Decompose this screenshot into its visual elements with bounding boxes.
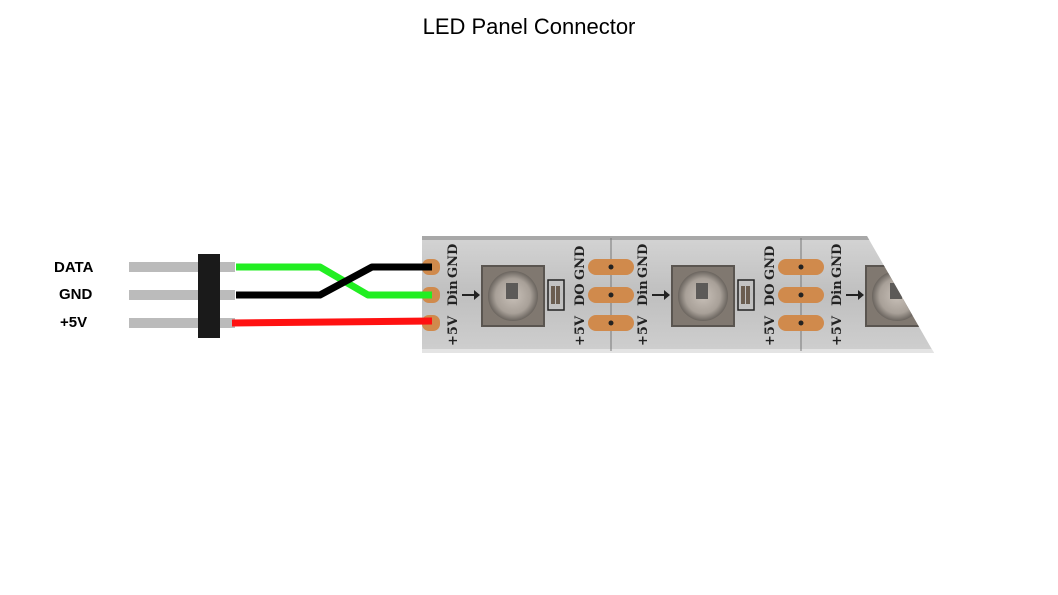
copper-pad — [972, 259, 1018, 275]
pad-label-5v: +5V — [636, 315, 651, 346]
led-die — [696, 283, 708, 299]
arrow-head — [474, 290, 480, 300]
copper-pad — [972, 287, 1018, 303]
pin-data — [129, 262, 235, 272]
capacitor-outline — [547, 279, 565, 311]
pad-hole — [608, 320, 614, 326]
strip-segment: GND Din +5V GND DO +5V — [422, 238, 634, 351]
pad-label-do: DO — [763, 283, 778, 306]
pad-label-do: DO — [957, 283, 972, 306]
led-strip: GND Din +5V GND DO +5V GND Din +5V GND DO +5V GND Din… — [422, 236, 1018, 353]
pad-hole — [993, 293, 998, 298]
pin-5v — [129, 318, 235, 328]
wire-5v — [231, 317, 433, 327]
pad-label-gnd: GND — [446, 244, 461, 278]
pad-label-5v: +5V — [830, 315, 845, 346]
pin-label-gnd: GND — [59, 286, 93, 303]
arrow-head — [664, 290, 670, 300]
arrow-head — [858, 290, 864, 300]
wires — [231, 263, 433, 327]
pad-hole — [608, 264, 614, 270]
pad-label-gnd: GND — [763, 246, 778, 280]
strip-segment: GND Din +5V GND DO +5V — [636, 238, 824, 351]
pad-hole — [993, 265, 998, 270]
pad-label-gnd: GND — [636, 244, 651, 278]
pad-label-5v: +5V — [573, 315, 588, 346]
diagram-title: LED Panel Connector — [422, 14, 636, 39]
pad-label-5v: +5V — [763, 315, 778, 346]
led-die — [506, 283, 518, 299]
pin-label-5v: +5V — [60, 314, 88, 331]
capacitor-body — [746, 286, 750, 304]
pad-hole — [608, 292, 614, 298]
pad-label-gnd: GND — [573, 246, 588, 280]
pad-label-din: Din — [636, 280, 651, 306]
capacitor-body — [935, 286, 939, 304]
pad-hole — [798, 264, 804, 270]
capacitor-body — [551, 286, 555, 304]
pad-hole — [993, 321, 998, 326]
pad-label-din: Din — [446, 280, 461, 306]
header-pins — [129, 262, 235, 328]
copper-pad — [972, 315, 1018, 331]
wire-gnd — [236, 263, 432, 299]
pad-label-gnd: GND — [830, 244, 845, 278]
pin-label-data: DATA — [54, 259, 94, 276]
pad-label-do: DO — [573, 283, 588, 306]
pad-label-din: Din — [830, 280, 845, 306]
led-die — [890, 283, 902, 299]
capacitor-body — [940, 286, 944, 304]
pad-label-5v: +5V — [446, 315, 461, 346]
pin-gnd — [129, 290, 235, 300]
pad-label-gnd: GND — [957, 246, 972, 280]
capacitor-outline — [931, 279, 934, 311]
capacitor-body — [741, 286, 745, 304]
pad-label-5v: +5V — [957, 315, 972, 346]
pad-hole — [798, 292, 804, 298]
capacitor-outline — [737, 279, 755, 311]
pad-hole — [798, 320, 804, 326]
capacitor-body — [556, 286, 560, 304]
header-body — [198, 254, 220, 338]
